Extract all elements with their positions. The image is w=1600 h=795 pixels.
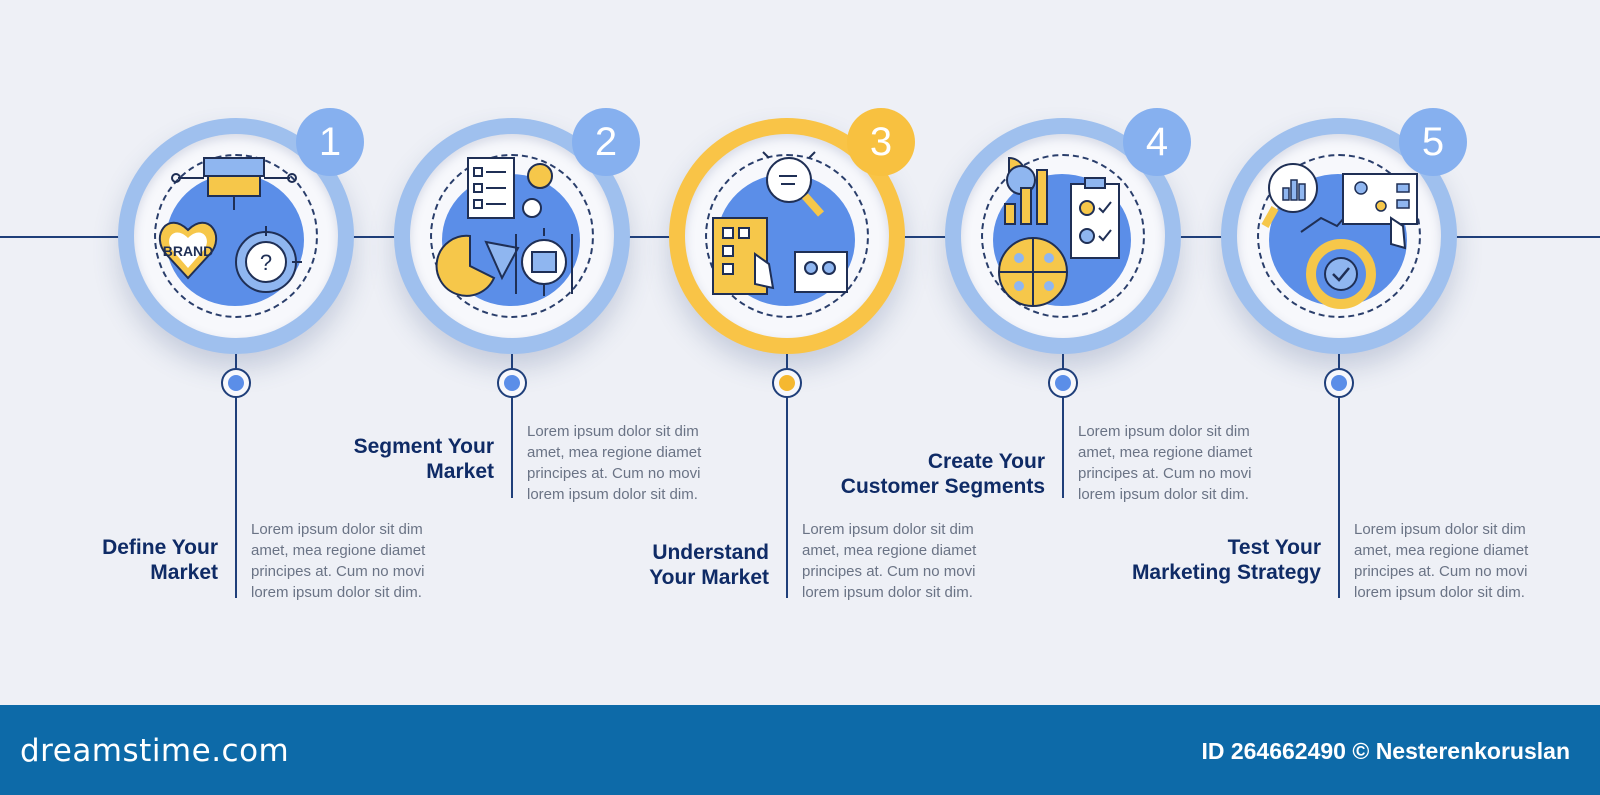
step-2-description: Lorem ipsum dolor sit dim amet, mea regi… (527, 423, 702, 503)
step-1: BRAND ? 1 Define Your Market Lorem ipsum… (0, 0, 425, 705)
step-2-title: Segment Your Market (353, 435, 494, 483)
step-1-dot (221, 368, 251, 398)
step-1-badge: BRAND ? 1 (118, 108, 364, 354)
step-3-description: Lorem ipsum dolor sit dim amet, mea regi… (802, 521, 977, 601)
step-3-connector (786, 354, 788, 598)
step-1-title: Define Your Market (102, 536, 218, 584)
step-2: 2 Segment Your Market Lorem ipsum dolor … (276, 0, 701, 705)
step-3-dot (772, 368, 802, 398)
infographic-canvas: BRAND ? 1 Define Your Market Lorem ipsum… (0, 0, 1600, 705)
analytics-cycle-icon (1261, 163, 1418, 309)
footer-brand: dreamstime.com (20, 733, 290, 769)
step-2-connector (511, 354, 513, 498)
step-1-connector (235, 354, 237, 598)
step-5-connector (1338, 354, 1340, 598)
step-5: 5 Test Your Marketing Strategy Lorem ips… (1103, 0, 1528, 705)
step-3-title: Understand Your Market (649, 541, 769, 589)
shop-brand-target-icon: BRAND ? (158, 157, 302, 293)
magnifier-checklist-team-icon (712, 151, 848, 295)
step-5-description: Lorem ipsum dolor sit dim amet, mea regi… (1354, 521, 1529, 601)
step-4-title: Create Your Customer Segments (840, 450, 1045, 498)
chart-pie-feedback-icon (998, 156, 1120, 307)
watermark-footer: dreamstime.com ID 264662490 © Nesterenko… (0, 705, 1600, 795)
step-4: 4 Create Your Customer Segments Lorem ip… (827, 0, 1252, 705)
step-5-number: 5 (1399, 108, 1467, 176)
step-3: 3 Understand Your Market Lorem ipsum dol… (551, 0, 976, 705)
step-3-badge: 3 (669, 108, 915, 354)
step-3-number: 3 (847, 108, 915, 176)
step-4-connector (1062, 354, 1064, 498)
checklist-gear-pie-icon (435, 157, 573, 297)
step-5-dot (1324, 368, 1354, 398)
svg-text:?: ? (260, 250, 272, 275)
step-1-description: Lorem ipsum dolor sit dim amet, mea regi… (251, 521, 426, 601)
step-4-number: 4 (1123, 108, 1191, 176)
step-4-description: Lorem ipsum dolor sit dim amet, mea regi… (1078, 423, 1253, 503)
svg-text:BRAND: BRAND (163, 243, 214, 259)
step-5-title: Test Your Marketing Strategy (1131, 536, 1321, 584)
step-5-badge: 5 (1221, 108, 1467, 354)
step-4-badge: 4 (945, 108, 1191, 354)
step-2-number: 2 (572, 108, 640, 176)
step-2-badge: 2 (394, 108, 640, 354)
step-2-dot (497, 368, 527, 398)
step-4-dot (1048, 368, 1078, 398)
footer-credit: ID 264662490 © Nesterenkoruslan (1201, 738, 1570, 764)
step-1-number: 1 (296, 108, 364, 176)
